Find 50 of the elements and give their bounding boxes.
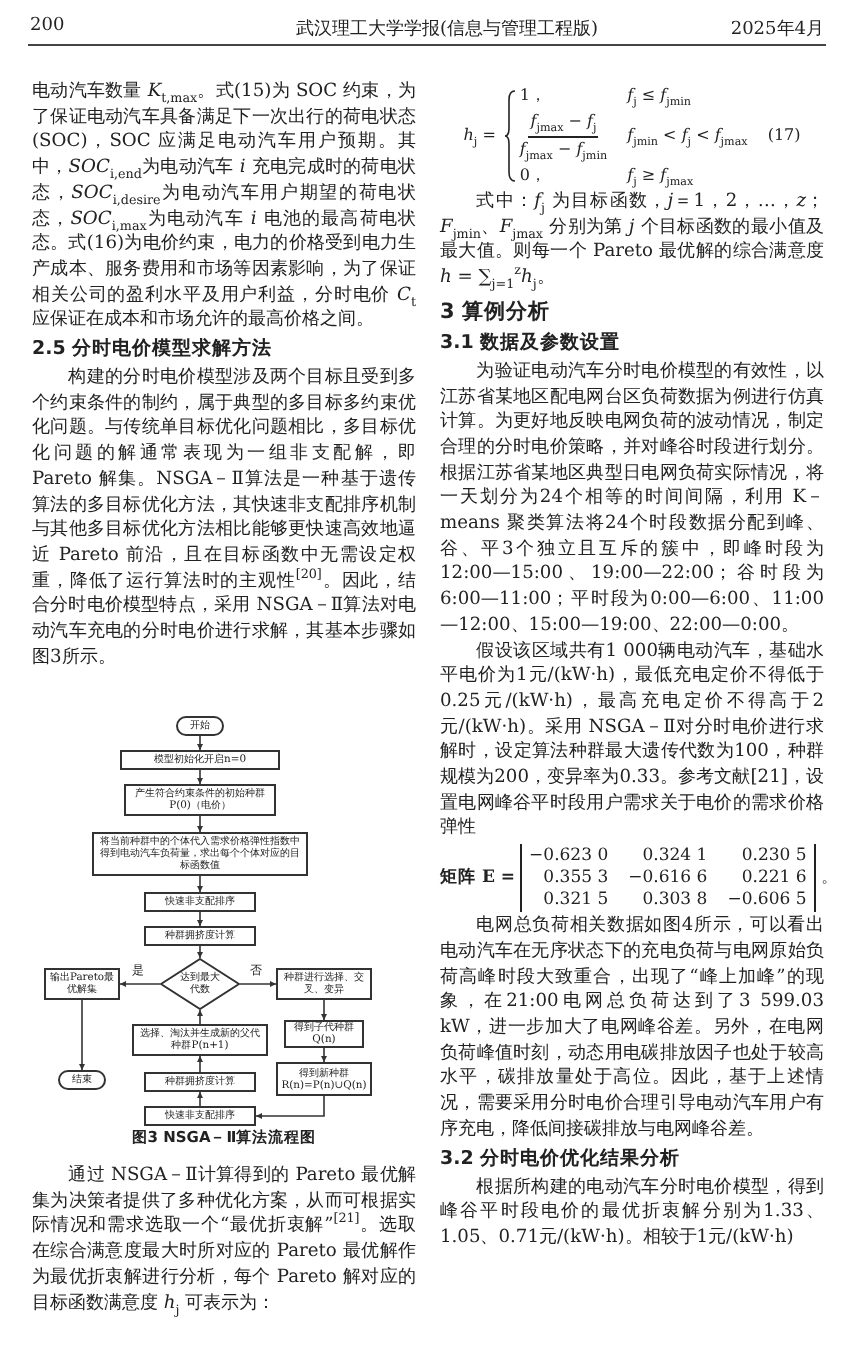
arrow <box>196 911 204 927</box>
paragraph: 式中：f$_{j}$ 为目标函数，j＝1，2，…，z；F$_{jmin}$、F$_{jmax}$ 分别为第 j 个目标函数的最小值及最大值。则每一个 Pareto 最优解的综合满意度 h = ∑$_{j=1}$$^{z}$h$_{j}$。 <box>440 190 824 292</box>
arrow <box>255 1095 325 1120</box>
matrix-cell-text: 0.355 3 <box>541 868 609 889</box>
fraction-numerator: f$_{jmax}$ − f$_{j}$ <box>528 112 599 138</box>
paragraph: 为验证电动汽车分时电价模型的有效性，以江苏省某地区配电网台区负荷数据为例进行仿真计算。为更好地反映电网负荷的波动情况，制定合理的分时电价策略，并对峰谷时段进行划分。根据江苏省某地区典型日电网负荷实际情况，将一天划分为24个相等的时间间隔，利用 K－means 聚类算法将24个时段数据分配到峰、谷、平3个独立且互斥的簇中，即峰时段为12:00—15:00、19:00—22:00；谷时段为6:00—11:00；平时段为0:00—6:00、11:00—12:00、15:00—19:00、22:00—0:00。 <box>440 359 824 640</box>
page-number: 200 <box>30 16 65 36</box>
matrix-cell: −0.606 5 <box>727 890 807 911</box>
arrow <box>196 945 204 959</box>
formula-term: 1， <box>519 84 548 106</box>
equation-number: (17) <box>767 126 801 144</box>
matrix-label: 矩阵 E = <box>440 866 516 891</box>
formula-term: f$_{j}$ ≥ f$_{jmax}$ <box>627 166 696 184</box>
section-heading: 3 算例分析 <box>440 297 552 326</box>
fraction-denominator: f$_{jmax}$ − f$_{jmin}$ <box>519 140 608 158</box>
matrix-cell-text: 0.321 5 <box>541 890 609 911</box>
arrow <box>196 1009 204 1025</box>
arrow <box>320 999 328 1021</box>
matrix-cell-text: 0.324 1 <box>640 846 708 867</box>
paragraph: 电动汽车数量 K$_{t,max}$。式(15)为 SOC 约束，为了保证电动汽车具备满足下一次出行的荷电状态(SOC)，SOC 应满足电动汽车用户预期。其中，SOC$_{i,end}$为电动汽车 i 充电完成时的荷电状态，SOC$_{i,desire}$为电动汽车用户期望的荷电状态，SOC$_{i,max}$为电动汽车 i 电池的最高荷电状态。式(16)为电价约束，电力的价格受到电力生产成本、服务费用和市场等因素影响，为了保证相关公司的盈利水平及用户利益，分时电价 C$_{t}$ 应保证在成本和市场允许的最高价格之间。 <box>32 80 416 335</box>
subsection-heading: 3.2 分时电价优化结果分析 <box>440 1145 683 1173</box>
arrow <box>78 999 86 1071</box>
matrix-cell: −0.616 6 <box>628 868 708 889</box>
arrow <box>196 1091 204 1107</box>
arrow <box>119 980 161 988</box>
paragraph: 构建的分时电价模型涉及两个目标且受到多个约束条件的制约，属于典型的多目标多约束优化问题。与传统单目标优化问题相比，多目标优化问题的解通常表现为一组非支配解，即 Pareto 解集。NSGA－Ⅱ算法是一种基于遗传算法的多目标优化方法，其快速非支配排序机制与其他多目标优化方法相比能够更快速高效地逼近 Pareto 前沿，且在目标函数中无需设定权重，降低了运行算法时的主观性$^{[20]}$。因此，结合分时电价模型特点，采用 NSGA－Ⅱ算法对电动汽车充电的分时电价进行求解，其基本步骤如图3所示。 <box>32 366 416 671</box>
issue-date: 2025年4月 <box>730 17 824 42</box>
matrix-cell-text: 0.230 5 <box>739 846 807 867</box>
formula-term: 0， <box>519 164 548 186</box>
paragraph: 通过 NSGA－Ⅱ计算得到的 Pareto 最优解集为决策者提供了多种优化方案，从而可根据实际情况和需求选取一个“最优折衷解”$^{[21]}$。选取在综合满意度最大时所对应的 Pareto 最优解作为最优折衷解进行分析，每个 Pareto 解对应的目标函数满意度 h$_{j}$ 可表示为： <box>32 1164 416 1317</box>
arrow <box>320 1047 328 1063</box>
arrow <box>196 769 204 785</box>
formula-term: h$_{j}$ = <box>463 126 496 144</box>
arrow <box>196 875 204 893</box>
matrix-cell-text: 0.221 6 <box>739 868 807 889</box>
arrow <box>196 1055 204 1073</box>
paragraph: 假设该区域共有1 000辆电动汽车，基础水平电价为1元/(kW·h)，最低充电定价不得低于0.25元/(kW·h)，最高充电定价不得高于2元/(kW·h)。采用 NSGA－Ⅱ对分时电价进行求解时，设定算法种群最大遗传代数为100，种群规模为200，变异率为0.33。参考文献[21]，设置电网峰谷平时段用户需求关于电价的需求价格弹性 <box>440 639 824 843</box>
arrow <box>239 980 277 988</box>
subsection-heading: 3.1 数据及参数设置 <box>440 329 623 358</box>
paragraph: 根据所构建的电动汽车分时电价模型，得到峰谷平时段电价的最优折衷解分别为1.33、1.05、0.71元/(kW·h)。相较于1元/(kW·h) <box>440 1175 824 1252</box>
paragraph: 电网总负荷相关数据如图4所示，可以看出电动汽车在无序状态下的充电负荷与电网原始负荷高峰时段大致重合，出现了“峰上加峰”的现象，在21:00电网总负荷达到了3 599.03 kW，进一步加大了电网峰谷差。另外，在电网负荷峰值时刻，动态用电碳排放因子也处于较高水平，碳排放量处于高位。因此，基于上述情况，需要采用分时电价合理引导电动汽车用户有序充电，降低间接碳排放与电网峰谷差。 <box>440 914 824 1143</box>
arrow <box>196 735 204 751</box>
subsection-heading: 2.5 分时电价模型求解方法 <box>32 336 275 365</box>
matrix-cell: −0.623 0 <box>529 846 609 867</box>
formula-term: f$_{j}$ ≤ f$_{jmin}$ <box>627 86 694 104</box>
formula-term: f$_{jmin}$ < f$_{j}$ < f$_{jmax}$ <box>627 126 748 144</box>
journal-title: 武汉理工大学学报(信息与管理工程版) <box>296 17 599 42</box>
punctuation: 。 <box>820 866 839 891</box>
matrix-cell-text: 0.303 8 <box>640 890 708 911</box>
arrow <box>196 815 204 833</box>
